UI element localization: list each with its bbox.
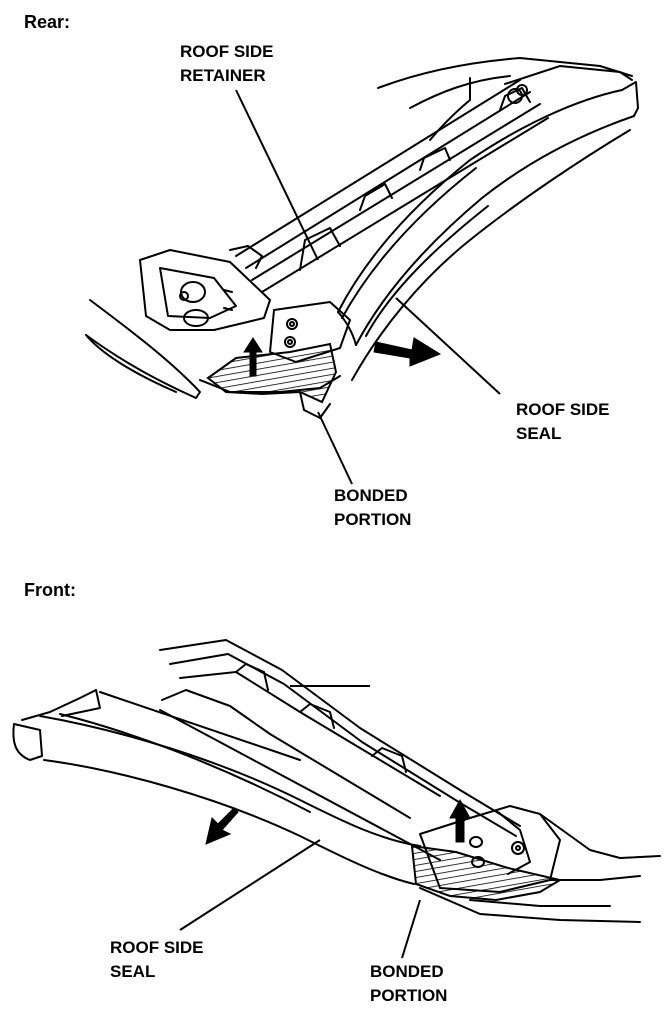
rear-pull-arrow xyxy=(373,337,442,367)
front-bonded-label-line-1: BONDED xyxy=(370,962,444,981)
front-seal-label-line-2: SEAL xyxy=(110,962,156,981)
front-illustration xyxy=(12,639,661,923)
rear-bonded-label-line-2: PORTION xyxy=(334,510,412,529)
front-heading: Front: xyxy=(24,580,76,600)
retainer-leader xyxy=(235,89,319,261)
rear-retainer-label-line-2: RETAINER xyxy=(180,66,266,85)
front-seal-label: ROOF SIDE SEAL xyxy=(110,936,204,984)
front-up-arrow xyxy=(449,798,471,843)
rear-up-arrow xyxy=(243,337,263,377)
front-bonded-label-line-2: PORTION xyxy=(370,986,448,1005)
front-bonded-label: BONDED PORTION xyxy=(370,960,447,1008)
front-leader-lines xyxy=(179,685,421,959)
rear-seal-label-line-1: ROOF SIDE xyxy=(516,400,610,419)
rear-illustration xyxy=(85,57,639,419)
rear-bonded-portion-hatch xyxy=(206,342,338,404)
rear-heading: Rear: xyxy=(24,12,71,32)
rear-retainer-label-line-1: ROOF SIDE xyxy=(180,42,274,61)
rear-leader-lines xyxy=(235,89,501,485)
front-pull-arrow xyxy=(205,807,239,845)
front-bonded-portion-hatch xyxy=(410,844,563,902)
rear-retainer-label: ROOF SIDE RETAINER xyxy=(180,40,274,88)
front-seal-leader xyxy=(179,839,321,931)
rear-bonded-leader xyxy=(317,411,353,485)
rear-bonded-label-line-1: BONDED xyxy=(334,486,408,505)
rear-seal-label: ROOF SIDE SEAL xyxy=(516,398,610,446)
rear-seal-leader xyxy=(395,297,501,395)
front-bonded-leader xyxy=(401,899,421,959)
front-seal-label-line-1: ROOF SIDE xyxy=(110,938,204,957)
rear-bonded-label: BONDED PORTION xyxy=(334,484,411,532)
rear-seal-label-line-2: SEAL xyxy=(516,424,562,443)
